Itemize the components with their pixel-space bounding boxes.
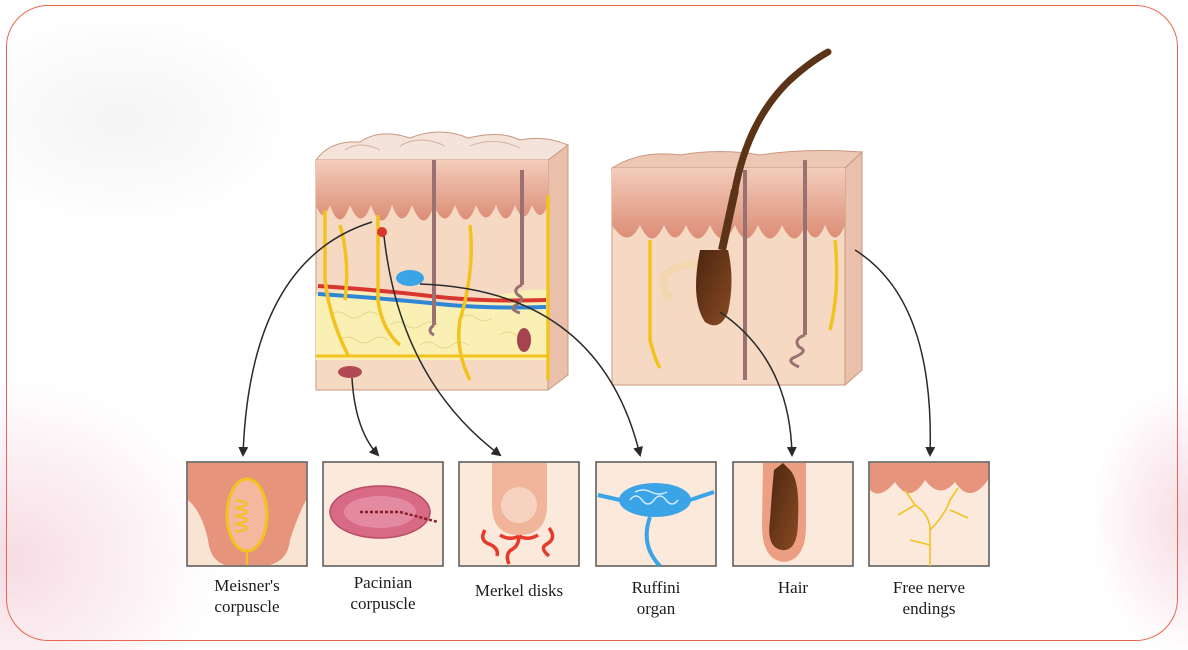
caption-meissner: Meisner's corpuscle	[177, 575, 317, 617]
caption-free-nerve: Free nerve endings	[859, 577, 999, 619]
caption-hair: Hair	[723, 577, 863, 598]
caption-merkel: Merkel disks	[449, 580, 589, 601]
skin-block-hairy	[612, 52, 862, 385]
caption-ruffini: Ruffini organ	[586, 577, 726, 619]
ruffini-organ-icon	[596, 462, 716, 566]
meissner-corpuscle-icon	[187, 462, 307, 566]
hair-follicle-icon	[733, 462, 853, 566]
free-nerve-ending-icon	[869, 462, 989, 566]
merkel-disk-icon	[459, 462, 579, 566]
skin-block-glabrous	[316, 132, 568, 390]
pacinian-corpuscle-icon	[323, 462, 443, 566]
arrow-free-nerve	[855, 250, 930, 455]
caption-pacinian: Pacinian corpuscle	[313, 572, 453, 614]
